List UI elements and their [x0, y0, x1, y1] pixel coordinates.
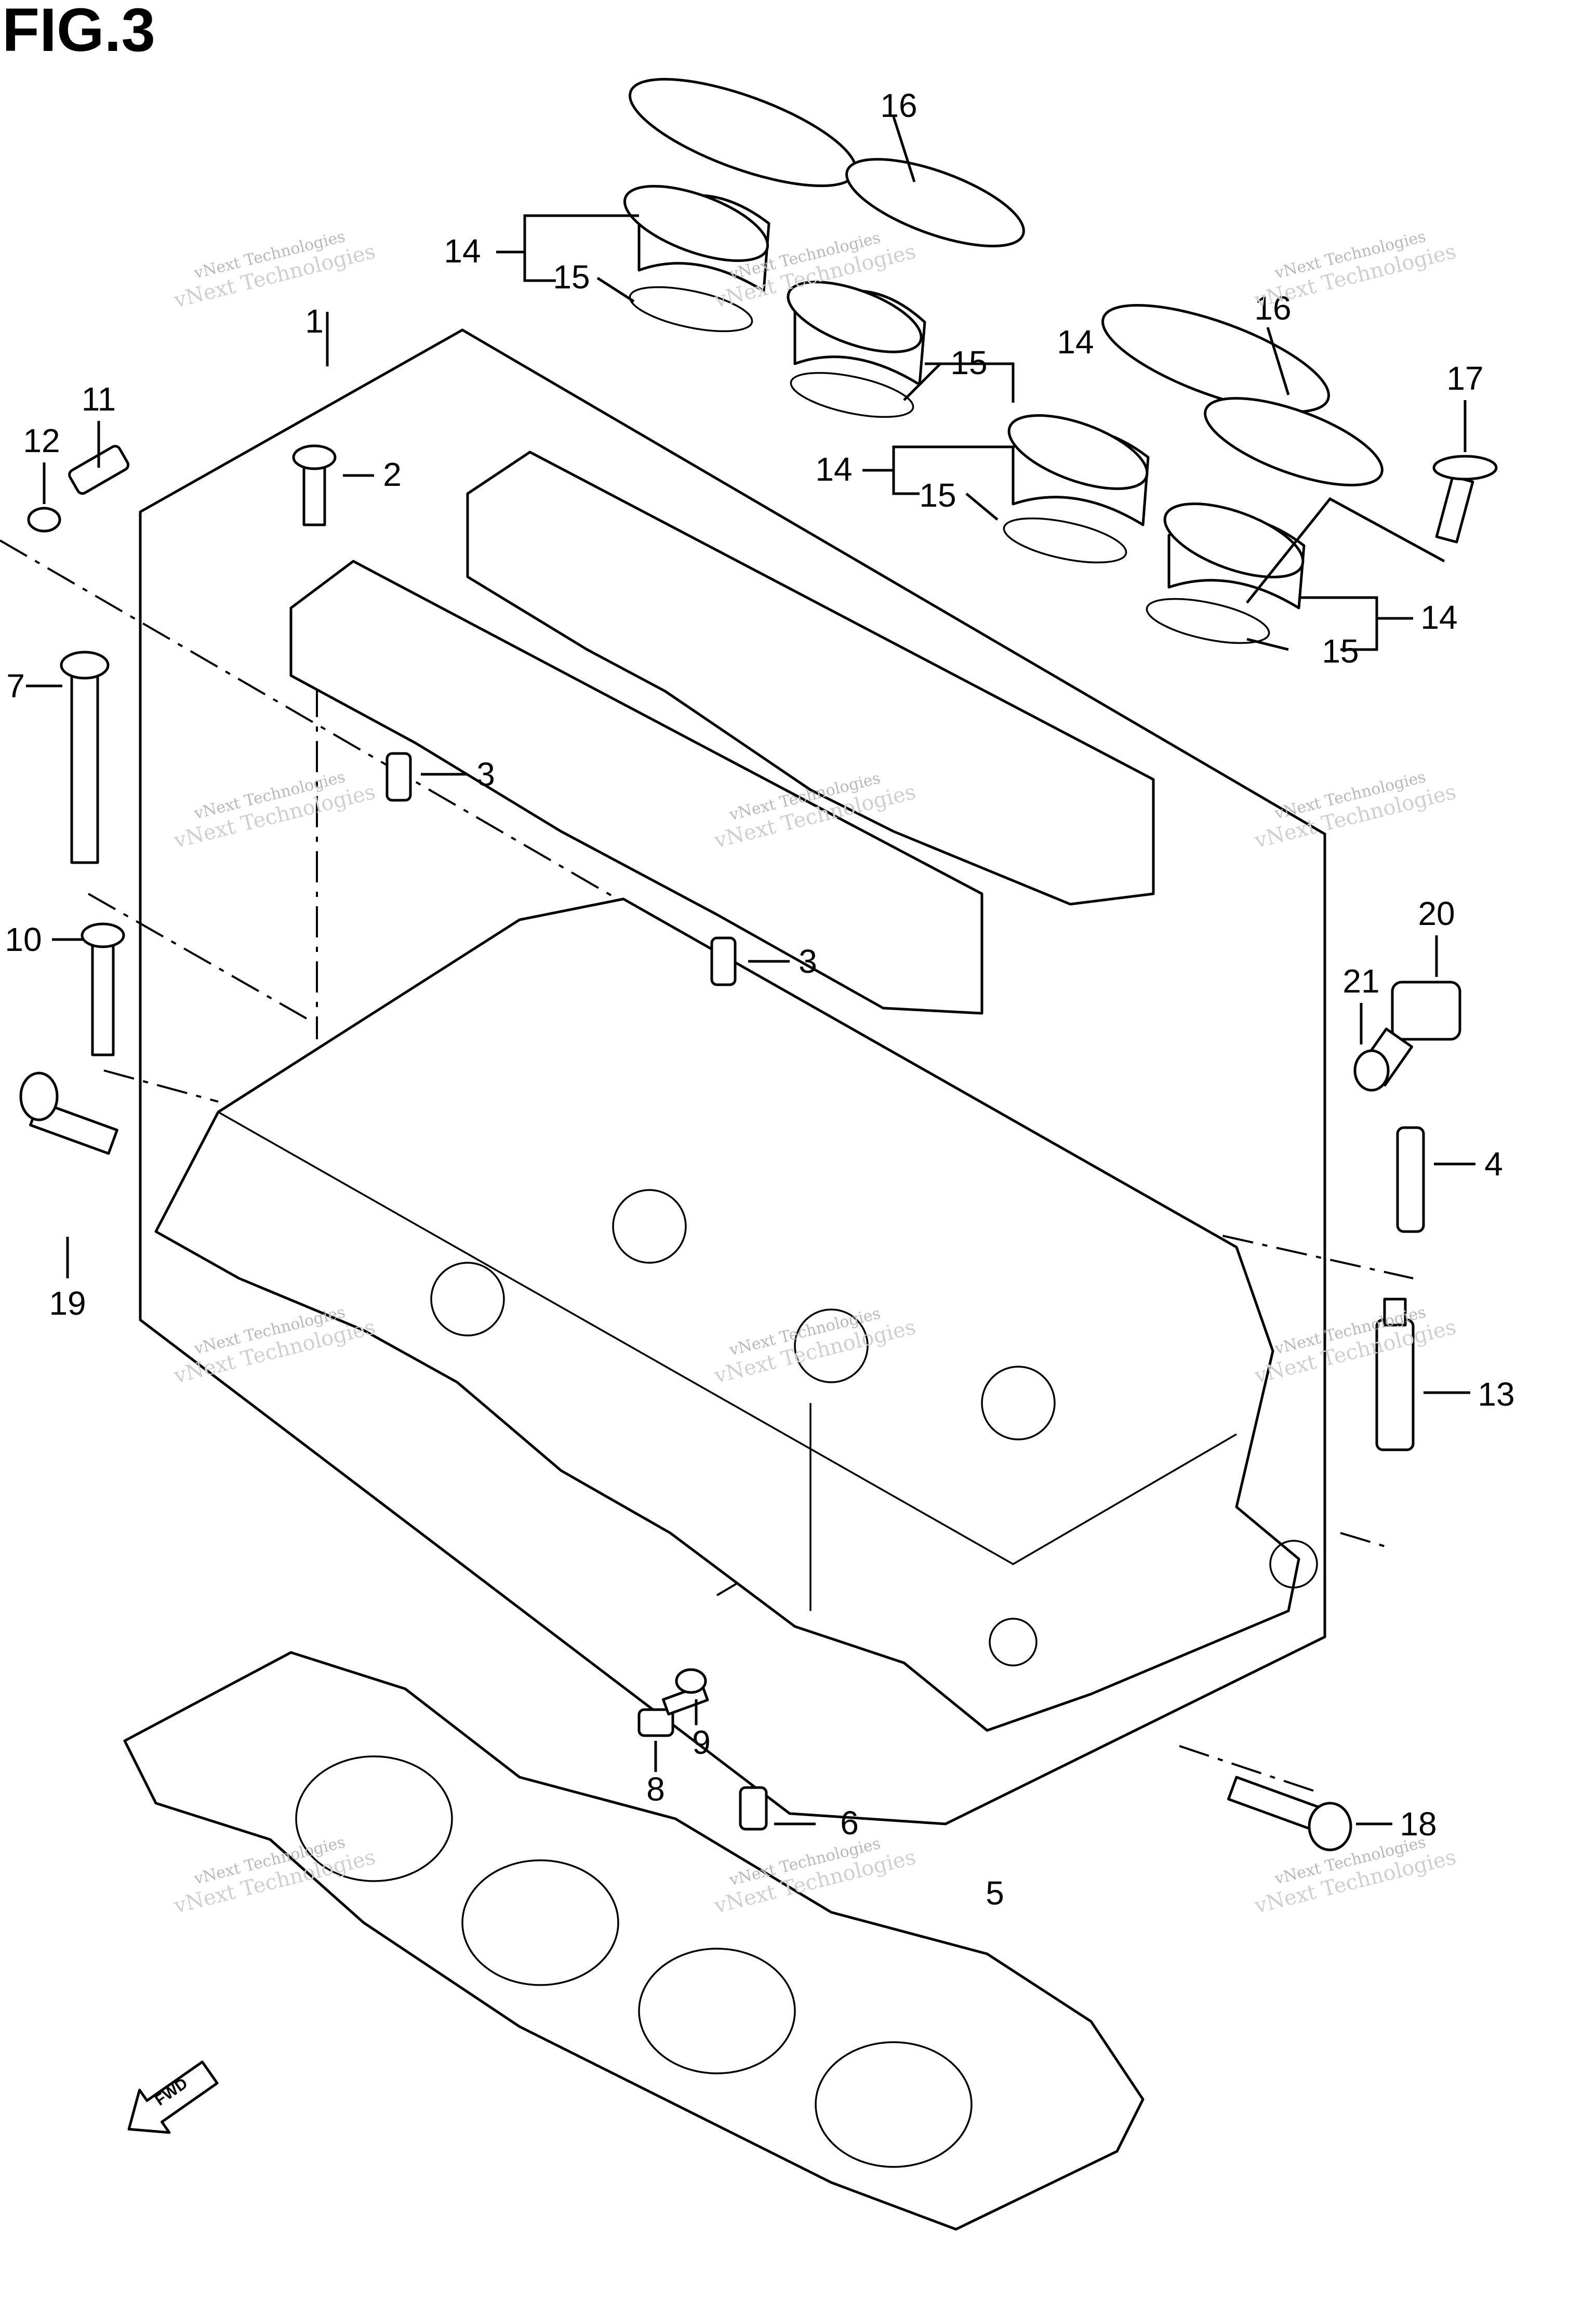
callout-18: 18	[1400, 1805, 1437, 1843]
bracket-14-b	[925, 362, 1015, 403]
callout-13: 13	[1478, 1375, 1514, 1413]
bolt-10	[81, 922, 125, 1056]
dowel-pin-6	[739, 1786, 768, 1831]
callout-7: 7	[6, 667, 25, 705]
bracket-14-d	[1299, 596, 1378, 651]
gasket-21	[1353, 1049, 1390, 1092]
leader-16-a	[892, 116, 916, 182]
valve-seat-1	[430, 1262, 505, 1337]
valve-seat-4	[981, 1366, 1056, 1440]
head-port-1	[989, 1618, 1038, 1666]
ref-line-18	[1179, 1745, 1320, 1794]
leader-15-b	[903, 363, 941, 401]
callout-19: 19	[49, 1285, 86, 1322]
watermark-f: vNext Technologies vNext Technologies	[1252, 768, 1459, 853]
oil-jet-11	[68, 445, 130, 495]
intake-pipe-group-1	[623, 77, 1025, 418]
leader-16-b	[1266, 327, 1290, 395]
bolt-19	[19, 1071, 118, 1155]
dowel-pin-3b	[710, 936, 737, 986]
gasket-bore-1	[295, 1755, 453, 1882]
watermark-d: vNext Technologies vNext Technologies	[171, 768, 378, 853]
callout-15-a: 15	[553, 258, 590, 296]
callout-16-a: 16	[880, 87, 917, 124]
callout-14-c: 14	[815, 451, 852, 488]
callout-14-a: 14	[444, 232, 481, 270]
callout-4: 4	[1484, 1145, 1503, 1183]
valve-seat-2	[612, 1189, 687, 1264]
figure-title: FIG.3	[2, 0, 156, 64]
cylinder-head	[154, 897, 1300, 1732]
watermark-i: vNext Technologies vNext Technologies	[1252, 1303, 1459, 1388]
callout-17: 17	[1446, 360, 1483, 397]
bolt-2	[292, 444, 337, 526]
leader-15-d	[1246, 638, 1289, 651]
assembly-bracket	[139, 328, 1326, 1825]
screw-17	[1432, 455, 1498, 544]
ref-line-10	[103, 1069, 219, 1103]
leader-15-c	[965, 493, 999, 521]
camshaft-holder-front	[289, 560, 983, 1015]
callout-8: 8	[646, 1770, 665, 1808]
gasket-bore-3	[638, 1948, 796, 2074]
callout-16-b: 16	[1254, 289, 1291, 327]
callout-20: 20	[1418, 895, 1455, 932]
gasket-bore-4	[815, 2041, 973, 2168]
callout-14-b: 14	[1057, 323, 1094, 361]
bolt-7	[60, 651, 110, 864]
callout-15-d: 15	[1322, 632, 1359, 670]
watermark-c: vNext Technologies vNext Technologies	[1252, 228, 1459, 313]
callout-11: 11	[82, 380, 116, 418]
ref-line-7	[88, 893, 307, 1020]
callout-6: 6	[840, 1804, 859, 1842]
head-edge-line	[218, 1111, 1237, 1566]
ref-line-13	[1340, 1532, 1393, 1550]
spark-plug-13	[1375, 1298, 1415, 1451]
head-gasket	[123, 1651, 1145, 2231]
callout-21: 21	[1342, 962, 1379, 1000]
bolt-18	[1227, 1776, 1352, 1851]
head-port-2	[1269, 1540, 1318, 1589]
callout-12: 12	[23, 422, 60, 459]
valve-seat-3	[794, 1308, 869, 1383]
callout-10: 10	[5, 921, 42, 958]
ref-line-top	[0, 539, 645, 916]
leader-17-path	[1246, 497, 1445, 604]
watermark-a: vNext Technologies vNext Technologies	[171, 228, 378, 313]
leader-15-a	[596, 276, 635, 303]
callout-15-c: 15	[919, 477, 956, 514]
camshaft-holder-rear	[466, 451, 1155, 906]
gasket-bore-2	[461, 1859, 619, 1986]
bracket-14-a	[523, 214, 639, 282]
callout-2: 2	[383, 456, 402, 493]
callout-15-b: 15	[950, 344, 987, 381]
dowel-pin-3a	[385, 752, 412, 802]
callout-3-b: 3	[799, 943, 817, 980]
callout-9: 9	[692, 1724, 711, 1761]
callout-3-a: 3	[476, 756, 495, 793]
guide-4	[1396, 1126, 1425, 1233]
callout-14-d: 14	[1420, 599, 1457, 636]
intake-pipe-group-2	[1003, 303, 1384, 644]
washer-9	[675, 1668, 707, 1694]
o-ring-12	[27, 507, 61, 533]
forward-arrow	[127, 2060, 219, 2134]
callout-5: 5	[986, 1874, 1004, 1912]
callout-1: 1	[305, 302, 324, 340]
